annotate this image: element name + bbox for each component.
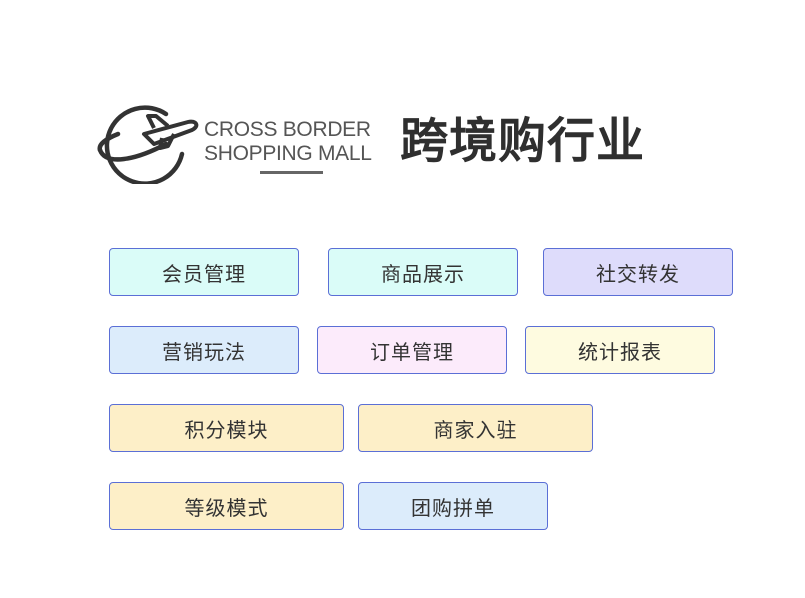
tag-label: 营销玩法 [162, 339, 246, 364]
tag-marketing[interactable]: 营销玩法 [109, 326, 299, 374]
tag-social-share[interactable]: 社交转发 [543, 248, 733, 296]
tag-label: 订单管理 [370, 339, 454, 364]
tag-group-buying[interactable]: 团购拼单 [358, 482, 548, 530]
tag-points-module[interactable]: 积分模块 [109, 404, 344, 452]
tag-product-display[interactable]: 商品展示 [328, 248, 518, 296]
tag-label: 商品展示 [381, 261, 465, 286]
tag-label: 等级模式 [184, 495, 269, 520]
tag-label: 统计报表 [578, 339, 662, 364]
tag-statistics-report[interactable]: 统计报表 [525, 326, 715, 374]
logo-underline [260, 171, 323, 174]
logo-line-2: SHOPPING MALL [204, 142, 372, 165]
tag-label: 社交转发 [596, 261, 680, 286]
tag-label: 团购拼单 [411, 495, 495, 520]
tag-label: 会员管理 [162, 261, 246, 286]
tag-level-mode[interactable]: 等级模式 [109, 482, 344, 530]
brand-header: CROSS BORDER SHOPPING MALL 跨境购行业 [96, 104, 696, 184]
tag-label: 积分模块 [184, 417, 269, 442]
tag-label: 商家入驻 [433, 417, 518, 442]
tag-member-management[interactable]: 会员管理 [109, 248, 299, 296]
airplane-orbit-icon [97, 105, 199, 184]
tag-merchant-onboarding[interactable]: 商家入驻 [358, 404, 593, 452]
logo-line-1: CROSS BORDER [204, 118, 371, 141]
page-title: 跨境购行业 [400, 113, 646, 169]
tag-order-management[interactable]: 订单管理 [317, 326, 507, 374]
logo-wordmark: CROSS BORDER SHOPPING MALL [204, 118, 379, 166]
